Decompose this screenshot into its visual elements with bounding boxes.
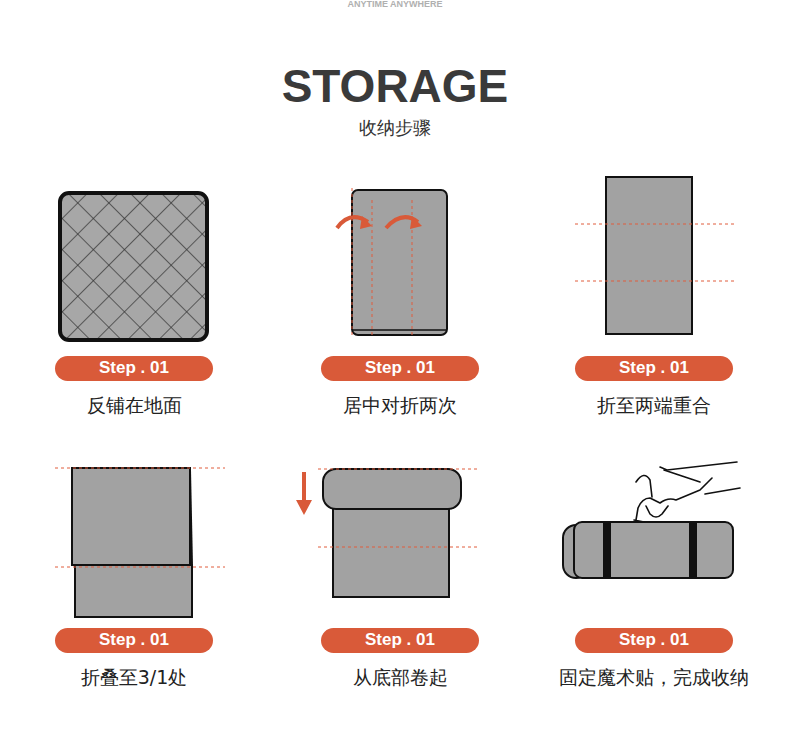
subtitle: 收纳步骤: [359, 116, 431, 140]
step-label: Step . 01: [99, 358, 169, 378]
fold-ends: [575, 177, 735, 334]
mat-flat: [60, 193, 207, 340]
step-pill: Step . 01从底部卷起: [321, 628, 479, 653]
rolled-mat: [563, 462, 740, 579]
step-pill: Step . 01反铺在地面: [55, 356, 213, 381]
title: STORAGE: [282, 59, 509, 113]
step-label: Step . 01: [365, 358, 435, 378]
step-pill: Step . 01居中对折两次: [321, 356, 479, 381]
tagline: ANYTIME ANYWHERE: [347, 0, 442, 9]
step-label: Step . 01: [619, 630, 689, 650]
step-caption: 居中对折两次: [343, 393, 457, 419]
step-caption: 折叠至3/1处: [81, 665, 188, 691]
step-pill: Step . 01固定魔术贴，完成收纳: [575, 628, 733, 653]
step-label: Step . 01: [365, 630, 435, 650]
fold-third: [55, 468, 225, 617]
step-caption: 折至两端重合: [597, 393, 711, 419]
step-label: Step . 01: [619, 358, 689, 378]
step-pill: Step . 01折至两端重合: [575, 356, 733, 381]
step-pill: Step . 01折叠至3/1处: [55, 628, 213, 653]
roll-up: [296, 469, 480, 597]
fold-twice: [337, 188, 447, 338]
step-caption: 反铺在地面: [87, 393, 182, 419]
step-caption: 固定魔术贴，完成收纳: [559, 665, 749, 691]
step-caption: 从底部卷起: [353, 665, 448, 691]
step-label: Step . 01: [99, 630, 169, 650]
